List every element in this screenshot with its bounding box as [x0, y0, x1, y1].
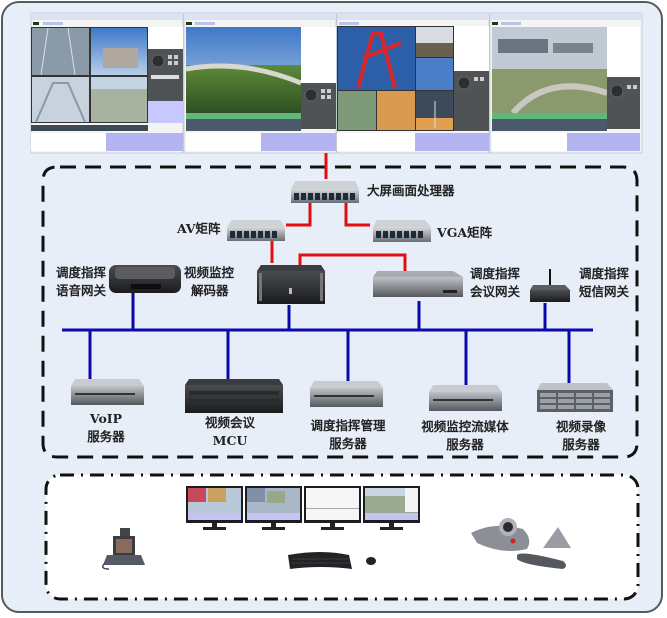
- cctv-bridge-view: [32, 77, 89, 122]
- av-matrix-device[interactable]: [227, 220, 285, 241]
- wall-screen-2: [183, 12, 337, 154]
- dispatch-management-server-device[interactable]: [310, 381, 383, 407]
- video-conference-mcu-device[interactable]: [185, 379, 283, 413]
- streaming-server-label-1: 视频监控流媒体: [421, 419, 509, 434]
- wall-processor-device[interactable]: [291, 181, 359, 203]
- mouse-device[interactable]: [366, 557, 376, 565]
- recording-server-label-2: 服务器: [562, 437, 600, 452]
- monitor-4[interactable]: [363, 486, 420, 530]
- sms-gateway-label-1: 调度指挥: [579, 266, 630, 281]
- streaming-server-label-2: 服务器: [446, 437, 484, 452]
- voip-server-label-2: 服务器: [87, 429, 125, 444]
- recording-server-label-1: 视频录像: [556, 419, 607, 434]
- cctv-traffic-view: [32, 28, 89, 75]
- vga-matrix-device[interactable]: [373, 220, 431, 242]
- cctv-port-view: [416, 58, 453, 90]
- video-recording-server-device[interactable]: [537, 383, 613, 412]
- keyboard-device[interactable]: [288, 552, 352, 569]
- sms-gateway-label-2: 短信网关: [579, 284, 630, 299]
- voice-gateway-label-2: 语音网关: [56, 283, 107, 298]
- wall-screen-1: [30, 12, 184, 154]
- mcu-label-1: 视频会议: [205, 415, 256, 430]
- cctv-sunset-building-view: [377, 91, 415, 130]
- video-wall: [30, 12, 643, 154]
- streaming-media-server-device[interactable]: [429, 385, 502, 411]
- conference-microphone[interactable]: [543, 527, 571, 548]
- video-phone-device[interactable]: [102, 528, 145, 570]
- wall-processor-label: 大屏画面处理器: [367, 183, 455, 198]
- architecture-diagram: 大屏画面处理器 AV矩阵 VGA矩阵 调度指挥 语音网关 视频监控 解码器 调度…: [30, 12, 643, 601]
- core-zone-border: [41, 165, 639, 459]
- monitor-2[interactable]: [245, 486, 302, 530]
- wall-screen-4: [489, 12, 643, 154]
- mcu-label-2: MCU: [213, 433, 248, 448]
- video-decoder-label-1: 视频监控: [184, 265, 235, 280]
- sms-gateway-device[interactable]: [530, 269, 570, 302]
- network-bus: [62, 293, 593, 385]
- vga-matrix-label: VGA矩阵: [436, 225, 493, 240]
- voice-gateway-device[interactable]: [109, 265, 181, 293]
- operator-monitors[interactable]: [186, 486, 420, 530]
- voip-server-label-1: VoIP: [89, 411, 123, 426]
- conference-gateway-label-1: 调度指挥: [470, 266, 521, 281]
- conference-gateway-device[interactable]: [373, 271, 463, 297]
- dispatch-server-label-2: 服务器: [329, 436, 367, 451]
- voice-gateway-label-1: 调度指挥: [56, 265, 107, 280]
- remote-control[interactable]: [517, 553, 566, 569]
- dispatch-server-label-1: 调度指挥管理: [310, 418, 386, 433]
- cctv-park-view: [338, 91, 376, 130]
- cctv-crane-view: [338, 27, 415, 90]
- video-decoder-label-2: 解码器: [191, 283, 229, 298]
- conference-gateway-label-2: 会议网关: [470, 284, 521, 299]
- monitor-1[interactable]: [186, 486, 243, 530]
- voip-server-device[interactable]: [71, 379, 144, 405]
- wall-screen-3: [336, 12, 490, 154]
- av-matrix-label: AV矩阵: [176, 221, 221, 236]
- video-decoder-device[interactable]: [257, 265, 325, 304]
- video-conference-terminal[interactable]: [471, 518, 530, 551]
- video-links: [270, 153, 407, 271]
- monitor-3[interactable]: [304, 486, 361, 530]
